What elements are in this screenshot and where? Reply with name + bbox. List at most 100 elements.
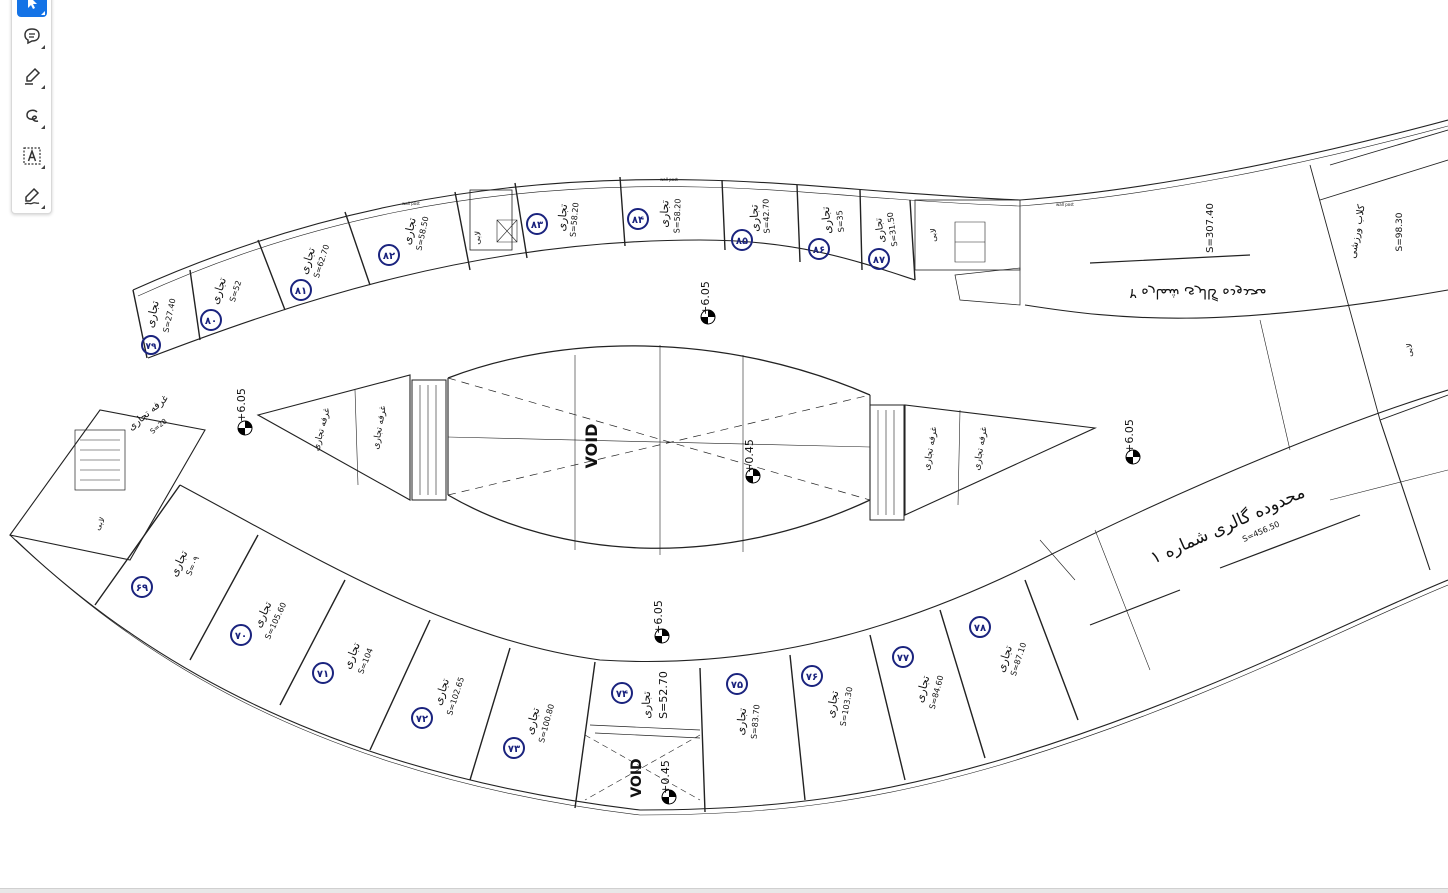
sign-tool[interactable] <box>17 181 47 211</box>
highlight-tool[interactable] <box>17 61 47 91</box>
text-box-tool[interactable] <box>17 141 47 171</box>
shop-number: ۷۹ <box>146 342 157 352</box>
shop-number: ۷۵ <box>731 680 743 691</box>
elevation-label: +6.05 <box>1123 419 1136 453</box>
shop-area: S=58.20 <box>672 198 682 233</box>
lobby-label: لابی <box>93 516 108 532</box>
shop-number: ۷۳ <box>508 744 520 755</box>
comment-icon <box>24 28 40 45</box>
shop-number: ۷۲ <box>416 714 428 725</box>
north-gallery-area: S=307.40 <box>1205 203 1216 253</box>
shop-74: ۷۴ تجاری S=52.70 <box>611 671 670 719</box>
freehand-icon <box>26 109 39 122</box>
shop-area: S=27.40 <box>162 298 178 334</box>
shop-number: ۸۰ <box>205 316 217 327</box>
wall-post-note: wall post <box>660 177 678 182</box>
shop-number: ۸۳ <box>531 220 543 231</box>
lobby-label: لابی <box>929 228 938 241</box>
shop-name: تجاری <box>658 200 672 228</box>
lobby-label: لابی <box>472 231 482 245</box>
elevation-label: +0.45 <box>743 439 756 473</box>
elevation-markers <box>237 309 1141 805</box>
text-box-icon <box>23 147 41 165</box>
shop-name: تجاری <box>208 276 229 306</box>
shop-number: ۷۸ <box>974 623 986 634</box>
shop-area: S=52 <box>228 279 243 303</box>
kiosk-label: غرفه تجاری <box>922 426 940 471</box>
void-label: VOID <box>582 424 601 469</box>
wall-post-note: wall post <box>402 201 420 206</box>
cursor-icon <box>28 0 37 9</box>
shop-area: S=31.50 <box>886 212 900 248</box>
shop-area: S=35 <box>835 210 846 233</box>
shop-name: تجاری <box>734 707 749 735</box>
lobby-label: لابی <box>1405 343 1414 356</box>
sport-club-area: S=98.30 <box>1395 212 1405 251</box>
shop-number: ۸۶ <box>813 245 825 256</box>
shop-number: ۸۲ <box>383 251 395 262</box>
shop-number: ۷۶ <box>806 672 818 683</box>
shop-number: ۷۷ <box>897 653 909 664</box>
shop-number: ۸۷ <box>873 255 885 266</box>
shop-name: تجاری <box>400 217 418 247</box>
shop-area: S=52.70 <box>657 671 670 719</box>
shop-name: تجاری <box>873 217 887 243</box>
shop-area: S=62.70 <box>312 243 331 279</box>
annotation-toolbar <box>11 0 52 214</box>
shop-area: S=83.70 <box>750 704 762 739</box>
shop-number: ۸۴ <box>632 215 644 226</box>
shop-area: S=58.20 <box>569 202 581 237</box>
comment-tool[interactable] <box>17 21 47 51</box>
shop-name: تجاری <box>555 203 570 231</box>
shop-area: S=42.70 <box>761 199 771 234</box>
shop-name: تجاری <box>640 691 653 718</box>
void-small-label: VOID <box>629 758 645 797</box>
highlighter-icon <box>25 67 41 85</box>
shop-area: S=87.10 <box>1009 641 1028 677</box>
shop-name: تجاری <box>819 206 834 234</box>
north-gallery-label: محدوده گالری شماره ۲ <box>1129 285 1266 302</box>
shop-number: ۷۰ <box>235 631 247 642</box>
elevation-label: +6.05 <box>652 600 665 634</box>
select-tool[interactable] <box>17 0 47 17</box>
kiosk-label: غرفه تجاری <box>312 407 333 452</box>
kiosk-label: غرفه تجاری <box>371 405 389 450</box>
bottom-edge <box>0 888 1448 893</box>
draw-tool[interactable] <box>17 101 47 131</box>
shop-number: ۸۵ <box>736 236 748 247</box>
kiosk-label: غرفه تجاری <box>972 426 990 471</box>
shop-number: ۷۴ <box>616 689 628 700</box>
shop-number: ۷۱ <box>317 669 329 680</box>
sign-icon <box>24 187 40 205</box>
wall-post-note: wall post <box>1056 202 1074 207</box>
sport-club-label: کلاب ورزشی <box>1347 204 1367 260</box>
elevation-label: +0.45 <box>659 760 672 794</box>
shop-name: تجاری <box>143 300 161 330</box>
elevation-label: +6.05 <box>699 281 712 315</box>
elevation-label: +6.05 <box>235 388 248 422</box>
gallery-label: محدوده گالری شماره ۱ <box>1147 482 1308 569</box>
shop-number: ۸۱ <box>295 286 307 297</box>
shop-name: تجاری <box>824 690 842 719</box>
shop-name: تجاری <box>748 204 762 232</box>
shop-number: ۶۹ <box>136 583 148 594</box>
